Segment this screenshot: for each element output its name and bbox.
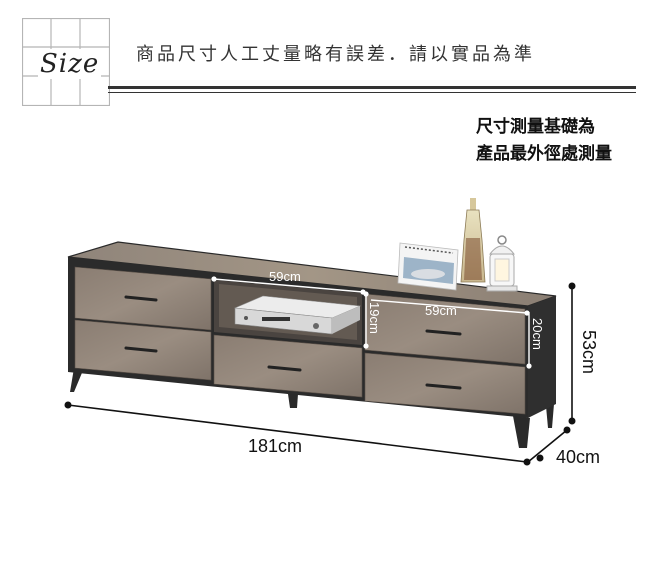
dimension-lines <box>64 282 576 466</box>
lantern-decor <box>486 235 518 292</box>
inner-dimension-lines <box>211 276 532 369</box>
drawer-handles <box>124 295 462 390</box>
open-shelf-height-label: 19cm <box>367 302 382 334</box>
photo-frame-decor <box>397 242 459 291</box>
drawer-bottom-right <box>364 352 526 415</box>
header-divider <box>108 86 636 89</box>
drawer-width-label: 59cm <box>425 303 457 318</box>
width-dimension-label: 181cm <box>248 436 302 456</box>
cabinet-right-side <box>528 296 556 418</box>
height-dimension-label: 53cm <box>579 330 599 374</box>
header-divider-thin <box>108 92 636 93</box>
measurement-note-line-1: 尺寸測量基礎為 <box>476 117 595 137</box>
measurement-note-line-2: 產品最外徑處測量 <box>476 144 612 164</box>
drawer-height-label: 20cm <box>530 318 545 350</box>
open-shelf-width-label: 59cm <box>269 269 301 284</box>
dvd-player <box>233 295 362 335</box>
drawer-bottom-middle <box>213 334 363 398</box>
glass-bottle-decor <box>460 198 486 283</box>
cabinet-legs <box>70 368 554 448</box>
measurement-note: 尺寸測量基礎為 產品最外徑處測量 <box>476 114 612 168</box>
depth-dimension-label: 40cm <box>556 447 600 467</box>
size-label: Size <box>38 49 102 79</box>
measurement-disclaimer: 商品尺寸人工丈量略有誤差．請以實品為準 <box>136 44 535 65</box>
drawer-top-right <box>364 293 526 365</box>
